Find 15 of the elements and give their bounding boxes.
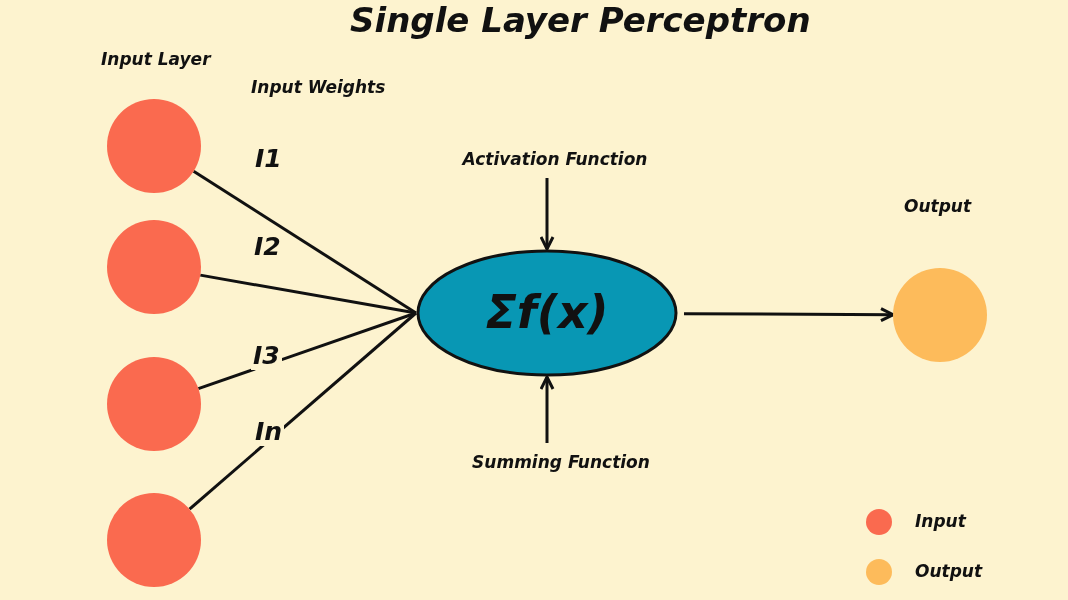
- arrow: [539, 178, 555, 251]
- connector-line: [200, 273, 417, 315]
- legend-label: Input: [915, 511, 966, 531]
- function-formula: Σf(x): [484, 284, 610, 341]
- layer-label: Input Layer: [101, 49, 211, 69]
- node-caption: Output: [904, 196, 972, 216]
- neuron-ellipse: [416, 249, 678, 377]
- legend-label: Output: [915, 561, 983, 581]
- arrow: [539, 375, 555, 443]
- layer-label: Input Weights: [251, 77, 386, 97]
- function-label: Summing Function: [446, 449, 676, 475]
- arrow: [684, 307, 895, 323]
- connector-line: [188, 311, 417, 511]
- function-label: Activation Function: [440, 146, 670, 172]
- diagram-title: Single Layer Perceptron: [350, 0, 811, 40]
